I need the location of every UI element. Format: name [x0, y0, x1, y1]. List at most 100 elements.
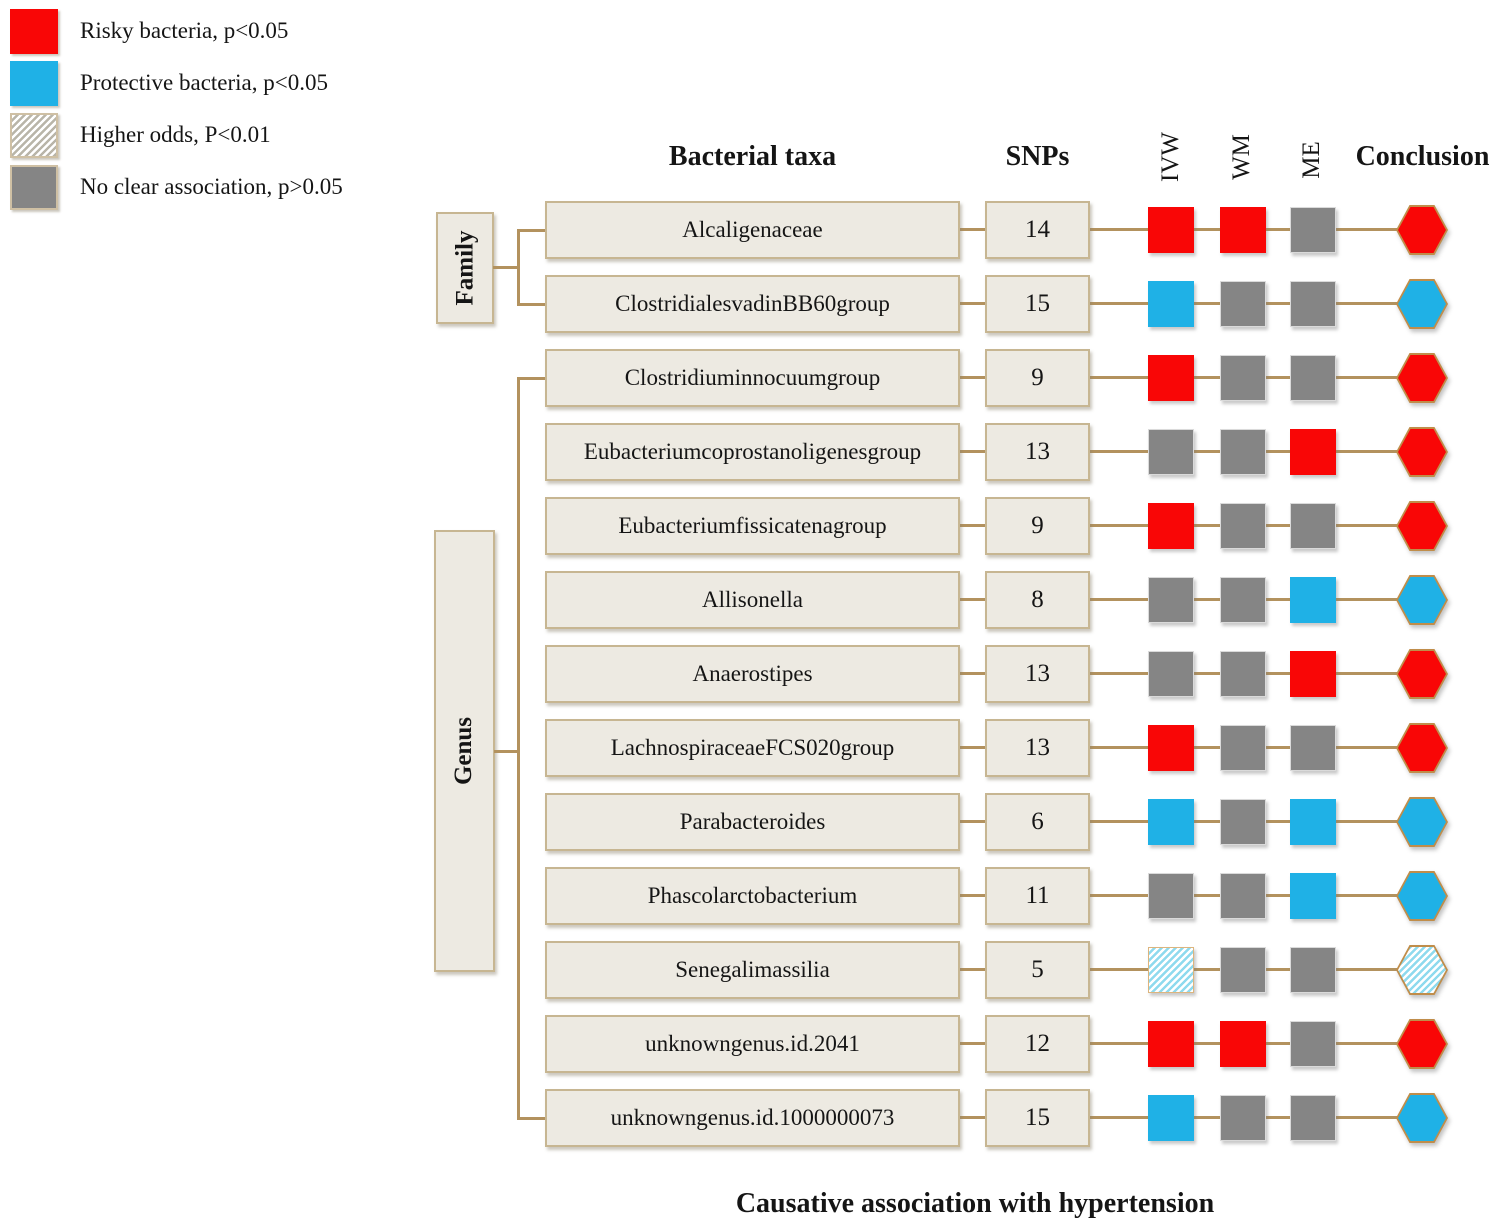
group-label-family: Family	[436, 212, 494, 324]
snp-count-box: 14	[985, 201, 1090, 259]
conclusion-hexagon	[1396, 427, 1448, 477]
group-label-genus: Genus	[434, 530, 495, 972]
ivw-result-square	[1148, 577, 1194, 623]
me-result-square	[1290, 577, 1336, 623]
snp-count: 13	[1025, 660, 1050, 687]
conclusion-hexagon	[1396, 501, 1448, 551]
taxon-name-box: Eubacteriumfissicatenagroup	[545, 497, 960, 555]
taxon-name: unknowngenus.id.2041	[645, 1031, 860, 1056]
taxon-row: Clostridiuminnocuumgroup 9	[545, 349, 1460, 407]
me-result-square	[1290, 1021, 1336, 1067]
snp-count: 5	[1031, 956, 1044, 983]
taxon-name: Allisonella	[702, 587, 803, 612]
conclusion-hexagon	[1396, 205, 1448, 255]
ivw-result-square	[1148, 1095, 1194, 1141]
conclusion-hexagon	[1396, 353, 1448, 403]
family-bracket-connector	[493, 266, 519, 269]
conclusion-hexagon	[1396, 649, 1448, 699]
snp-count: 9	[1031, 364, 1044, 391]
conclusion-hexagon	[1396, 279, 1448, 329]
legend-item-risky: Risky bacteria, p<0.05	[10, 8, 343, 54]
ivw-result-square	[1148, 947, 1194, 993]
snp-count: 8	[1031, 586, 1044, 613]
conclusion-hexagon	[1396, 945, 1448, 995]
taxon-name-box: Eubacteriumcoprostanoligenesgroup	[545, 423, 960, 481]
column-header-snps: SNPs	[1005, 141, 1070, 172]
taxon-name: Eubacteriumcoprostanoligenesgroup	[583, 439, 922, 464]
snp-count-box: 13	[985, 423, 1090, 481]
taxon-row: LachnospiraceaeFCS020group 13	[545, 719, 1460, 777]
taxon-name: Clostridiuminnocuumgroup	[624, 365, 881, 390]
legend-label: No clear association, p>0.05	[80, 174, 343, 199]
taxon-row: Anaerostipes 13	[545, 645, 1460, 703]
taxon-name-box: Allisonella	[545, 571, 960, 629]
me-result-square	[1290, 651, 1336, 697]
legend-label: Protective bacteria, p<0.05	[80, 70, 328, 95]
snp-count: 15	[1025, 290, 1050, 317]
me-result-square	[1290, 1095, 1336, 1141]
ivw-result-square	[1148, 651, 1194, 697]
no-association-swatch-icon	[10, 164, 58, 210]
wm-result-square	[1220, 947, 1266, 993]
taxon-name-box: LachnospiraceaeFCS020group	[545, 719, 960, 777]
column-header-ivw: IVW	[1157, 132, 1184, 182]
snp-count: 13	[1025, 438, 1050, 465]
taxon-row: unknowngenus.id.1000000073 15	[545, 1089, 1460, 1147]
protective-swatch-icon	[10, 60, 58, 106]
conclusion-hexagon	[1396, 723, 1448, 773]
figure-caption: Causative association with hypertension	[735, 1188, 1215, 1219]
taxon-name: Anaerostipes	[692, 661, 813, 686]
me-result-square	[1290, 281, 1336, 327]
genus-bracket-branch-top	[517, 377, 547, 380]
wm-result-square	[1220, 207, 1266, 253]
ivw-result-square	[1148, 873, 1194, 919]
taxon-name: Eubacteriumfissicatenagroup	[618, 513, 887, 538]
taxon-name-box: ClostridialesvadinBB60group	[545, 275, 960, 333]
ivw-result-square	[1148, 429, 1194, 475]
ivw-result-square	[1148, 281, 1194, 327]
family-bracket-branch-top	[517, 229, 547, 232]
taxon-name-box: Anaerostipes	[545, 645, 960, 703]
snp-count: 9	[1031, 512, 1044, 539]
taxon-name: Alcaligenaceae	[682, 217, 823, 242]
genus-label: Genus	[450, 716, 478, 786]
wm-result-square	[1220, 281, 1266, 327]
higher-odds-swatch-icon	[10, 112, 58, 158]
column-header-wm: WM	[1228, 134, 1255, 180]
taxon-name: LachnospiraceaeFCS020group	[610, 735, 895, 760]
wm-result-square	[1220, 429, 1266, 475]
taxon-name-box: unknowngenus.id.1000000073	[545, 1089, 960, 1147]
wm-result-square	[1220, 355, 1266, 401]
ivw-result-square	[1148, 799, 1194, 845]
snp-count-box: 5	[985, 941, 1090, 999]
taxon-row: Phascolarctobacterium 11	[545, 867, 1460, 925]
wm-result-square	[1220, 1095, 1266, 1141]
risky-swatch-icon	[10, 8, 58, 54]
ivw-result-square	[1148, 725, 1194, 771]
ivw-result-square	[1148, 355, 1194, 401]
snp-count-box: 9	[985, 349, 1090, 407]
genus-bracket-branch-bottom	[517, 1117, 547, 1120]
taxon-row: Allisonella 8	[545, 571, 1460, 629]
legend-label: Higher odds, P<0.01	[80, 122, 271, 147]
conclusion-hexagon	[1396, 575, 1448, 625]
me-result-square	[1290, 725, 1336, 771]
ivw-result-square	[1148, 1021, 1194, 1067]
me-result-square	[1290, 503, 1336, 549]
wm-result-square	[1220, 725, 1266, 771]
snp-count-box: 9	[985, 497, 1090, 555]
taxon-row: Senegalimassilia 5	[545, 941, 1460, 999]
taxon-row: Alcaligenaceae 14	[545, 201, 1460, 259]
snp-count-box: 15	[985, 275, 1090, 333]
conclusion-hexagon	[1396, 797, 1448, 847]
snp-count: 12	[1025, 1030, 1050, 1057]
wm-result-square	[1220, 503, 1266, 549]
snp-count-box: 6	[985, 793, 1090, 851]
column-header-me: ME	[1298, 141, 1325, 179]
snp-count: 6	[1031, 808, 1044, 835]
snp-count-box: 11	[985, 867, 1090, 925]
wm-result-square	[1220, 799, 1266, 845]
genus-bracket-trunk	[517, 377, 520, 1120]
legend-label: Risky bacteria, p<0.05	[80, 18, 289, 43]
